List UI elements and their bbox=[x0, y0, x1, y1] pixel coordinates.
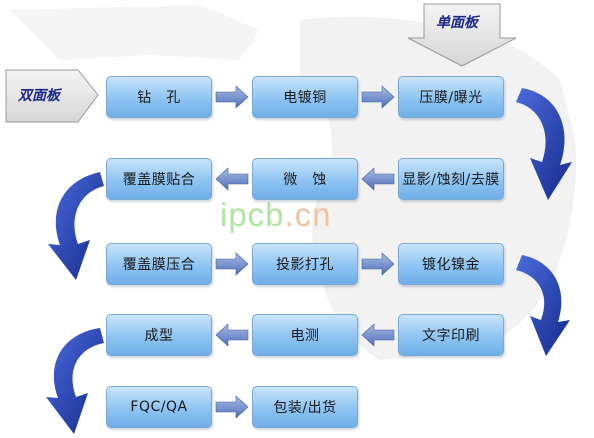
step-nickel-gold: 镀化镍金 bbox=[398, 243, 504, 285]
connector-arrow-right bbox=[361, 85, 395, 109]
connector-arrow-right bbox=[215, 85, 249, 109]
connector-arrow-right bbox=[215, 395, 249, 419]
connector-arrow-left bbox=[215, 167, 249, 191]
watermark-main: ipcb bbox=[220, 196, 285, 233]
step-drilling: 钻 孔 bbox=[106, 76, 212, 118]
double-sided-label-arrow bbox=[5, 69, 99, 123]
step-projection-punch: 投影打孔 bbox=[252, 243, 358, 285]
single-sided-label-arrow bbox=[407, 3, 517, 67]
step-develop-etch-strip: 显影/蚀刻/去膜 bbox=[398, 158, 504, 200]
step-lamination-exposure: 压膜/曝光 bbox=[398, 76, 504, 118]
step-legend-printing: 文字印刷 bbox=[398, 314, 504, 356]
watermark: ipcb.cn bbox=[220, 196, 332, 234]
step-micro-etch: 微 蚀 bbox=[252, 158, 358, 200]
background-map-shape bbox=[10, 5, 260, 60]
turn-arrow-right-2 bbox=[516, 255, 570, 356]
single-sided-label: 单面板 bbox=[436, 15, 478, 31]
turn-arrow-left-1 bbox=[48, 172, 104, 280]
step-packing-shipping: 包装/出货 bbox=[252, 386, 358, 428]
double-sided-label: 双面板 bbox=[18, 88, 60, 104]
connector-arrow-left bbox=[361, 167, 395, 191]
connector-arrow-right bbox=[215, 252, 249, 276]
turn-arrow-left-2 bbox=[46, 328, 104, 434]
connector-arrow-left bbox=[215, 323, 249, 347]
connector-arrow-left bbox=[361, 323, 395, 347]
turn-arrow-right-1 bbox=[516, 88, 572, 200]
step-forming: 成型 bbox=[106, 314, 212, 356]
step-copper-plating: 电镀铜 bbox=[252, 76, 358, 118]
step-coverlay-attach: 覆盖膜贴合 bbox=[106, 158, 212, 200]
connector-arrow-right bbox=[361, 252, 395, 276]
step-coverlay-press: 覆盖膜压合 bbox=[106, 243, 212, 285]
step-fqc-qa: FQC/QA bbox=[106, 386, 212, 428]
step-electrical-test: 电测 bbox=[252, 314, 358, 356]
watermark-tld: .cn bbox=[284, 196, 332, 233]
